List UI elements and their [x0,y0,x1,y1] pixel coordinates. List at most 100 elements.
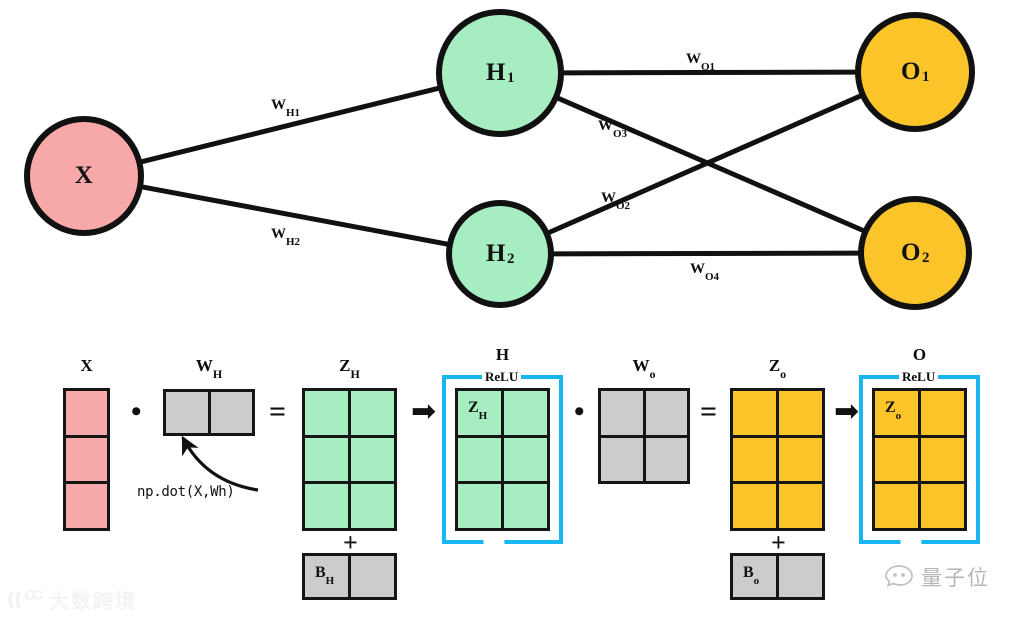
matrix-zh-cell [305,437,348,482]
edge-label-subscript: H1 [286,107,301,119]
edge-label-subscript: O2 [616,200,631,212]
edge-label-main: W [690,261,705,277]
matrix-label-subscript: H [212,367,223,382]
watermark-left: 大数跨境 [8,585,137,614]
edge-x-h1 [137,85,443,165]
cell-label-main: B [315,564,326,581]
matrix-bh-cell-label: BH [305,556,335,588]
matrix-zh [302,388,397,531]
edge-label-subscript: O4 [705,271,720,283]
edge-label-main: W [598,118,613,134]
matrix-label-zo: Zo [730,356,825,382]
matrix-label-main: H [495,345,510,364]
matrix-zh-cell [351,437,394,482]
matrix-o-cell [921,391,964,435]
matrix-zo-cell [733,484,776,528]
watermark-left-icon [8,589,42,609]
watermark-left-text: 大数跨境 [49,589,137,613]
plus-operator-1: + [343,528,358,557]
matrix-x-cell [66,484,107,528]
arrow-operator-2: ➡ [834,394,860,429]
cell-label-main: Z [468,399,479,416]
dot-operator-2: • [574,395,585,428]
matrix-zo [730,388,825,531]
matrix-wh-cell [166,392,208,433]
edge-label-h2-o2: WO4 [690,261,720,283]
matrix-o-cell [875,484,918,528]
matrix-x-cell [66,391,107,435]
watermark-right: 量子位 [884,562,990,592]
matrix-wo-cell [645,391,687,435]
matrix-label-main: Z [339,356,351,375]
matrix-bo: Bo [730,553,825,600]
edge-h1-o2 [554,95,868,234]
node-x[interactable]: X [24,116,144,236]
matrix-bo-cell: Bo [733,556,776,597]
node-h2-label: H [486,240,506,267]
edge-label-subscript: H2 [286,236,301,248]
watermark-right-text: 量子位 [921,566,990,590]
network-edges-layer [137,69,868,257]
matrix-o-cell [921,437,964,482]
edge-label-h2-o1: WO2 [601,190,631,212]
matrix-h-cell [458,484,501,528]
matrix-zh-cell [305,484,348,528]
edge-h2-o1 [545,92,865,236]
matrix-zh-cell [305,391,348,435]
matrix-label-wh: WH [163,356,255,382]
matrix-label-zh: ZH [302,356,397,382]
matrix-h-cell [458,437,501,482]
matrix-label-subscript: H [350,367,360,382]
edge-label-h1-o2: WO3 [598,118,628,140]
equals-operator-1: = [269,395,287,428]
matrix-o-cell: Zo [875,391,918,435]
np-dot-arrow [181,435,259,492]
matrix-x [63,388,110,531]
edge-h2-o2 [549,250,863,257]
watermark-right-icon [885,565,913,587]
matrix-label-wo: Wo [598,356,690,382]
matrix-o-cell [921,484,964,528]
edge-label-main: W [601,190,616,206]
node-h2-subscript: 2 [506,250,515,267]
matrix-bh-cell [351,556,394,597]
matrix-x-cell [66,437,107,482]
cell-label-main: Z [885,399,896,416]
edge-label-subscript: O3 [613,128,628,140]
edge-label-subscript: O1 [701,61,716,73]
matrix-label-main: W [195,356,213,375]
matrix-wo-cell [601,437,643,481]
node-o1-subscript: 1 [921,68,930,85]
cell-label-subscript: o [753,575,760,588]
matrix-zh-cell [351,484,394,528]
matrix-o: Zo [872,388,967,531]
matrix-label-subscript: o [649,367,656,382]
plus-operator-2: + [771,528,786,557]
matrix-zo-cell [779,437,822,482]
node-o2-subscript: 2 [921,249,930,266]
node-h1-subscript: 1 [506,69,515,86]
np-dot-annotation: np.dot(X,Wh) [137,484,235,500]
matrix-zh-cell [351,391,394,435]
cell-label-main: B [743,564,754,581]
matrix-zo-cell [779,391,822,435]
cell-label-subscript: o [895,410,902,423]
edge-label-main: W [686,51,701,67]
cell-label-subscript: H [478,410,488,423]
arrow-operator-1: ➡ [411,394,437,429]
matrix-bo-cell [779,556,822,597]
matrix-label-subscript: o [780,367,787,382]
matrix-bh: BH [302,553,397,600]
node-o1-label: O [901,58,921,85]
node-x-label: X [74,162,94,189]
matrix-bh-cell: BH [305,556,348,597]
edge-label-h1-o1: WO1 [686,51,716,73]
matrix-zo-cell [733,437,776,482]
cell-label-subscript: H [325,575,335,588]
equals-operator-2: = [700,395,718,428]
edge-label-x-h1: WH1 [271,97,301,119]
